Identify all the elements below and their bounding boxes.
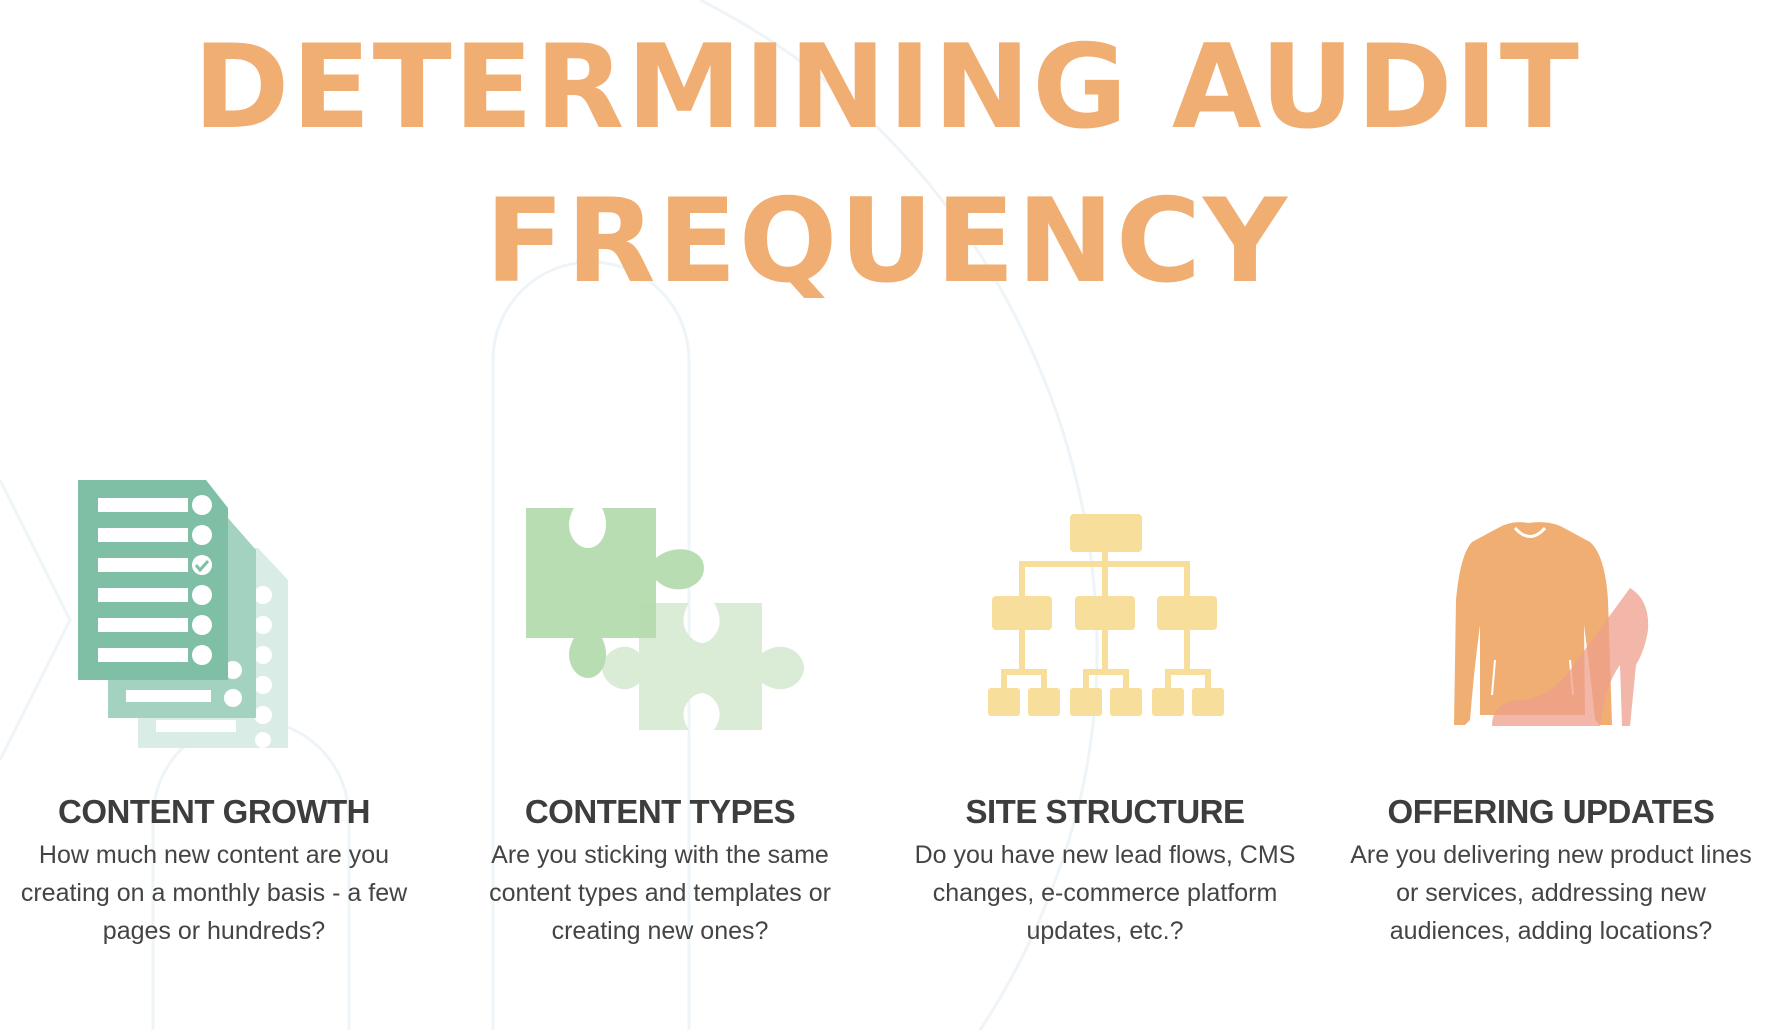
item-description: Are you sticking with the same content t… [489, 841, 831, 945]
title-line-1: DETERMINING AUDIT [193, 20, 1581, 155]
puzzle-piece-dark [526, 508, 704, 678]
item-description: How much new content are you creating on… [20, 841, 408, 945]
item-description: Are you delivering new product lines or … [1350, 841, 1752, 945]
item-content-types: CONTENT TYPES Are you sticking with the … [450, 792, 870, 950]
item-content-growth: CONTENT GROWTH How much new content are … [4, 792, 424, 950]
document-front [78, 480, 228, 680]
item-description: Do you have new lead flows, CMS changes,… [914, 841, 1296, 945]
checklist-documents-icon [78, 480, 288, 748]
sweater-and-shoe-icon [1454, 522, 1649, 726]
item-site-structure: SITE STRUCTURE Do you have new lead flow… [895, 792, 1315, 950]
title-line-2: FREQUENCY [484, 174, 1290, 309]
sitemap-hierarchy-icon [988, 514, 1224, 716]
item-heading: OFFERING UPDATES [1387, 793, 1715, 830]
item-heading: CONTENT GROWTH [58, 793, 370, 830]
item-heading: SITE STRUCTURE [965, 793, 1245, 830]
item-offering-updates: OFFERING UPDATES Are you delivering new … [1341, 792, 1761, 950]
puzzle-pieces-icon [526, 508, 804, 730]
item-heading: CONTENT TYPES [524, 793, 796, 830]
high-heel-shoe [1492, 588, 1649, 726]
